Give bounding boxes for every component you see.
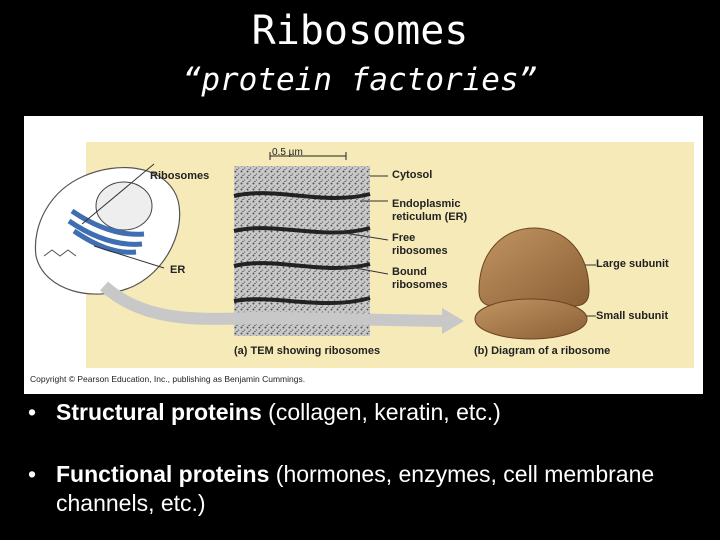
caption-b: (b) Diagram of a ribosome bbox=[474, 345, 611, 357]
bullet-bold: Functional proteins bbox=[56, 461, 270, 487]
bound-ribosomes-label-2: ribosomes bbox=[392, 279, 448, 291]
slide-title: Ribosomes bbox=[251, 8, 469, 54]
bullet-structural: • Structural proteins (collagen, keratin,… bbox=[28, 398, 708, 427]
figure-panel bbox=[86, 142, 694, 368]
free-ribosomes-label-2: ribosomes bbox=[392, 245, 448, 257]
bullet-functional: • Functional proteins (hormones, enzymes,… bbox=[28, 460, 708, 518]
free-ribosomes-label-1: Free bbox=[392, 232, 416, 244]
bullet-dot-icon: • bbox=[28, 399, 37, 425]
bullet-bold: Structural proteins bbox=[56, 399, 262, 425]
er-full-label-2: reticulum (ER) bbox=[392, 211, 468, 223]
caption-a: (a) TEM showing ribosomes bbox=[234, 345, 381, 357]
er-label: ER bbox=[170, 264, 186, 276]
bullet-list: • Structural proteins (collagen, keratin,… bbox=[28, 398, 708, 518]
ribosome-figure: 0.5 µm Ribosomes ER Cytosol Endoplasmic … bbox=[24, 116, 703, 394]
arrow-icon bbox=[99, 281, 445, 327]
ribosomes-label: Ribosomes bbox=[150, 170, 210, 182]
bound-ribosomes-label-1: Bound bbox=[392, 266, 427, 278]
small-subunit-label: Small subunit bbox=[596, 310, 669, 322]
tem-micrograph bbox=[233, 152, 371, 336]
bullet-dot-icon: • bbox=[28, 461, 37, 487]
cell-sketch-icon bbox=[34, 163, 181, 295]
er-full-label-1: Endoplasmic bbox=[392, 198, 461, 210]
figure-graphics bbox=[34, 152, 596, 340]
ribosome-diagram-icon bbox=[474, 227, 590, 340]
leader-lines bbox=[343, 175, 596, 317]
cytosol-label: Cytosol bbox=[392, 169, 433, 181]
copyright-text: Copyright © Pearson Education, Inc., pub… bbox=[30, 374, 306, 384]
bullet-rest: (collagen, keratin, etc.) bbox=[261, 399, 501, 425]
arrow-head-icon bbox=[442, 308, 464, 334]
slide-subtitle: “protein factories” bbox=[182, 62, 538, 98]
scale-bar-label: 0.5 µm bbox=[272, 147, 303, 158]
large-subunit-label: Large subunit bbox=[596, 258, 669, 270]
bullet-rest: (hormones, enzymes, cell membrane channe… bbox=[56, 461, 655, 516]
